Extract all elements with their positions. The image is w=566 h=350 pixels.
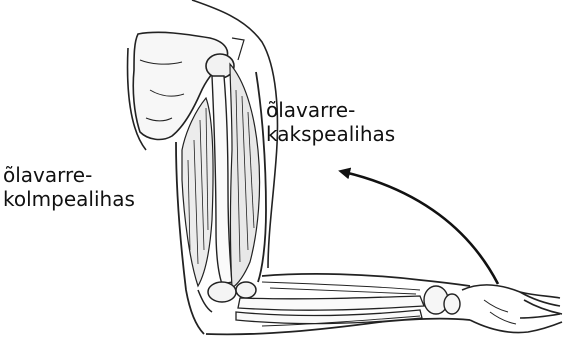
flexion-arrow xyxy=(344,172,498,284)
biceps-label: õlavarre- kakspealihas xyxy=(266,98,395,146)
wrist xyxy=(424,286,460,314)
humerus-bone xyxy=(212,76,232,284)
biceps-label-line1: õlavarre- xyxy=(266,98,395,122)
forearm-bones xyxy=(236,296,424,324)
biceps-label-line2: kakspealihas xyxy=(266,122,395,146)
hand xyxy=(462,285,562,333)
triceps-label-line2: kolmpealihas xyxy=(3,187,135,211)
triceps-label: õlavarre- kolmpealihas xyxy=(3,163,135,211)
triceps-label-line1: õlavarre- xyxy=(3,163,135,187)
triceps-muscle xyxy=(182,98,213,286)
biceps-muscle xyxy=(230,38,260,288)
